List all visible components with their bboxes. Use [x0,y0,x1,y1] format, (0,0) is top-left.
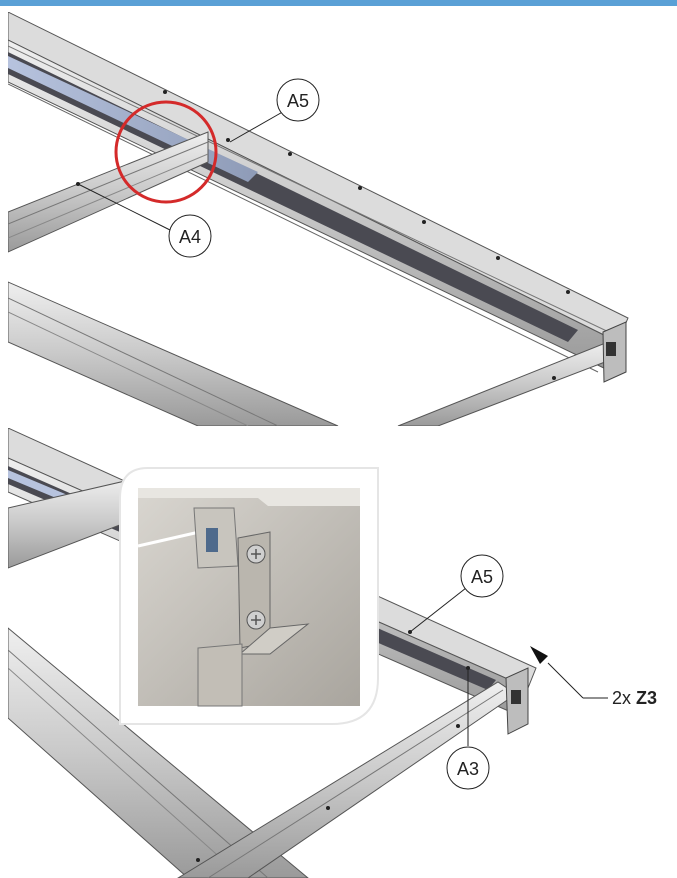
frame-drawing-bottom: A5 A3 2x Z3 [8,428,657,878]
rail-front-left-bottom [8,627,309,878]
rail-end [397,321,627,426]
fastener-callout: 2x Z3 [530,646,657,708]
assembly-view-bottom: A5 A3 2x Z3 [8,428,668,878]
rail-end-bottom [177,667,529,878]
callout-a5-bottom-label: A5 [471,567,493,587]
detail-inset [119,467,379,725]
callout-a5-label: A5 [287,91,309,111]
callout-a3-bottom: A3 [446,668,490,790]
callout-a4-label: A4 [179,227,201,247]
fastener-note: 2x Z3 [612,688,657,708]
assembly-view-top: A5 A4 [8,12,668,426]
header-accent-bar [0,0,677,6]
highlight-circle [114,100,218,204]
callout-a5-bottom: A5 [409,554,504,633]
rail-cross-a4 [8,131,209,253]
arrow-icon [530,646,548,664]
callout-a5-top: A5 [229,78,320,143]
screw-icon [246,610,266,630]
fastener-part: Z3 [636,688,657,708]
fastener-qty: 2x [612,688,631,708]
rail-front-left [8,281,339,426]
screw-icon [246,544,266,564]
frame-drawing-top: A5 A4 [8,12,629,426]
callout-a4-top: A4 [77,183,212,258]
callout-a3-bottom-label: A3 [457,759,479,779]
